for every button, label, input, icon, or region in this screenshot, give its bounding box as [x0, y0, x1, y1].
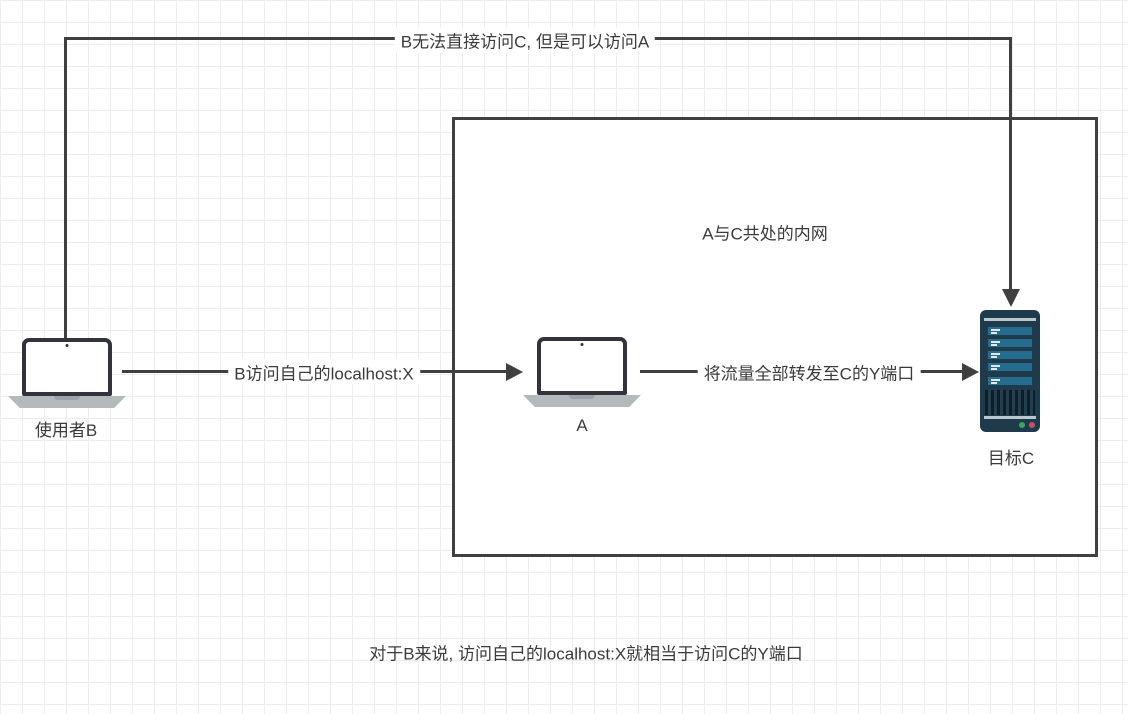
edge-label-a-to-c: 将流量全部转发至C的Y端口: [697, 359, 921, 385]
node-label-user-b: 使用者B: [34, 421, 98, 440]
node-label-a: A: [576, 416, 588, 435]
server-drive-bay: [988, 327, 1032, 335]
node-label-target-c: 目标C: [987, 449, 1035, 468]
server-led-green: [1019, 422, 1025, 428]
server-vents: [985, 390, 1035, 415]
arrowhead-down-to-target-c: [1001, 289, 1020, 307]
connector-b-up-segment: [64, 37, 67, 338]
server-drive-bay: [988, 363, 1032, 371]
bottom-annotation: 对于B来说, 访问自己的localhost:X就相当于访问C的Y端口: [369, 644, 803, 664]
laptop-base-notch: [569, 395, 595, 399]
server-bottom-trim: [984, 416, 1036, 419]
laptop-base-notch: [54, 396, 80, 400]
arrowhead-b-to-a: [506, 362, 523, 381]
laptop-camera-dot: [580, 343, 584, 346]
server-drive-bay: [988, 339, 1032, 347]
laptop-camera-dot: [65, 344, 69, 347]
server-drive-bay: [988, 377, 1032, 385]
laptop-base: [523, 395, 641, 407]
laptop-base: [8, 396, 126, 408]
laptop-icon-a: [523, 337, 641, 408]
server-drive-bay: [988, 351, 1032, 359]
edge-label-b-to-a: B访问自己的localhost:X: [228, 359, 420, 385]
laptop-screen: [22, 338, 112, 396]
server-icon-target-c: [980, 310, 1040, 432]
laptop-icon-user-b: [8, 338, 126, 409]
laptop-screen: [537, 337, 627, 395]
server-top-trim: [984, 318, 1036, 321]
server-led-red: [1029, 422, 1035, 428]
connector-down-to-c-segment: [1009, 37, 1012, 289]
intranet-group-label: A与C共处的内网: [702, 224, 828, 244]
arrowhead-a-to-c: [962, 362, 979, 381]
edge-label-b-cannot-reach-c: B无法直接访问C, 但是可以访问A: [394, 27, 656, 53]
